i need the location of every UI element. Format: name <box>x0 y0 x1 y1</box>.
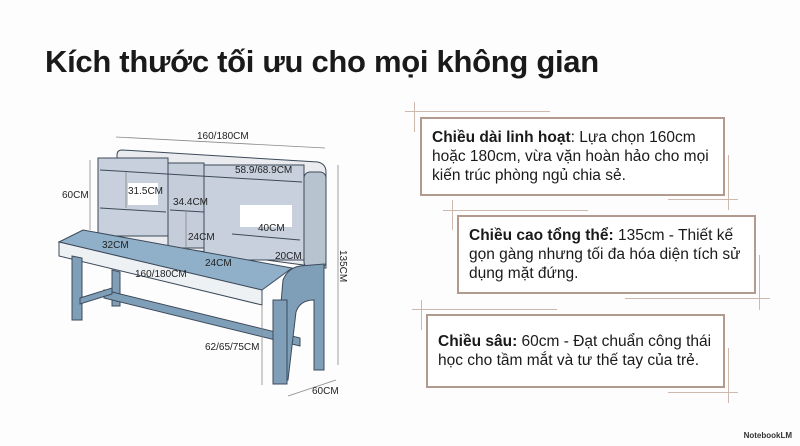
card-height: Chiều cao tổng thể: 135cm - Thiết kế gọn… <box>457 215 756 294</box>
dim-depth: 60CM <box>312 386 339 397</box>
brand-watermark: NotebookLM <box>743 431 792 440</box>
card-length: Chiều dài linh hoạt: Lựa chọn 160cm hoặc… <box>420 117 725 196</box>
card-length-title: Chiều dài linh hoạt <box>432 129 571 146</box>
dim-mid-gap: 24CM <box>188 232 215 243</box>
dim-left-depth: 32CM <box>102 240 129 251</box>
left-leg <box>71 255 83 321</box>
desk-dimension-diagram: 160/180CM 60CM 31.5CM 34.4CM 58.9/68.9CM… <box>57 131 348 397</box>
card-height-text: 135cm - Thiết kế gọn gàng nhưng tối đa h… <box>469 227 741 282</box>
stretcher <box>103 289 301 347</box>
dim-right-gap: 20CM <box>275 251 302 262</box>
dim-shelf-right: 58.9/68.9CM <box>235 165 292 176</box>
dim-shelf-40: 40CM <box>258 223 285 234</box>
dim-desk-height: 62/65/75CM <box>205 342 259 353</box>
dim-width-top: 160/180CM <box>197 131 249 142</box>
dim-shelf-left: 31.5CM <box>128 186 163 197</box>
hutch-right-side <box>303 171 327 269</box>
dim-lower-gap: 24CM <box>205 258 232 269</box>
card-depth: Chiều sâu: 60cm - Đạt chuẩn công thái họ… <box>426 314 725 388</box>
card-length-text: : Lựa chọn 160cm hoặc 180cm, vừa vặn hoà… <box>432 129 709 184</box>
card-depth-text: 60cm - Đạt chuẩn công thái học cho tầm m… <box>438 333 712 369</box>
card-height-title: Chiều cao tổng thể: <box>469 227 614 244</box>
dim-desk-width: 160/180CM <box>135 269 187 280</box>
dim-total-height: 135CM <box>337 250 348 282</box>
dim-hutch-height: 60CM <box>62 190 89 201</box>
right-front-leg <box>272 299 288 385</box>
dim-shelf-mid: 34.4CM <box>173 197 208 208</box>
card-depth-title: Chiều sâu: <box>438 333 518 350</box>
left-side-brace <box>79 287 113 305</box>
page-title: Kích thước tối ưu cho mọi không gian <box>45 44 599 79</box>
